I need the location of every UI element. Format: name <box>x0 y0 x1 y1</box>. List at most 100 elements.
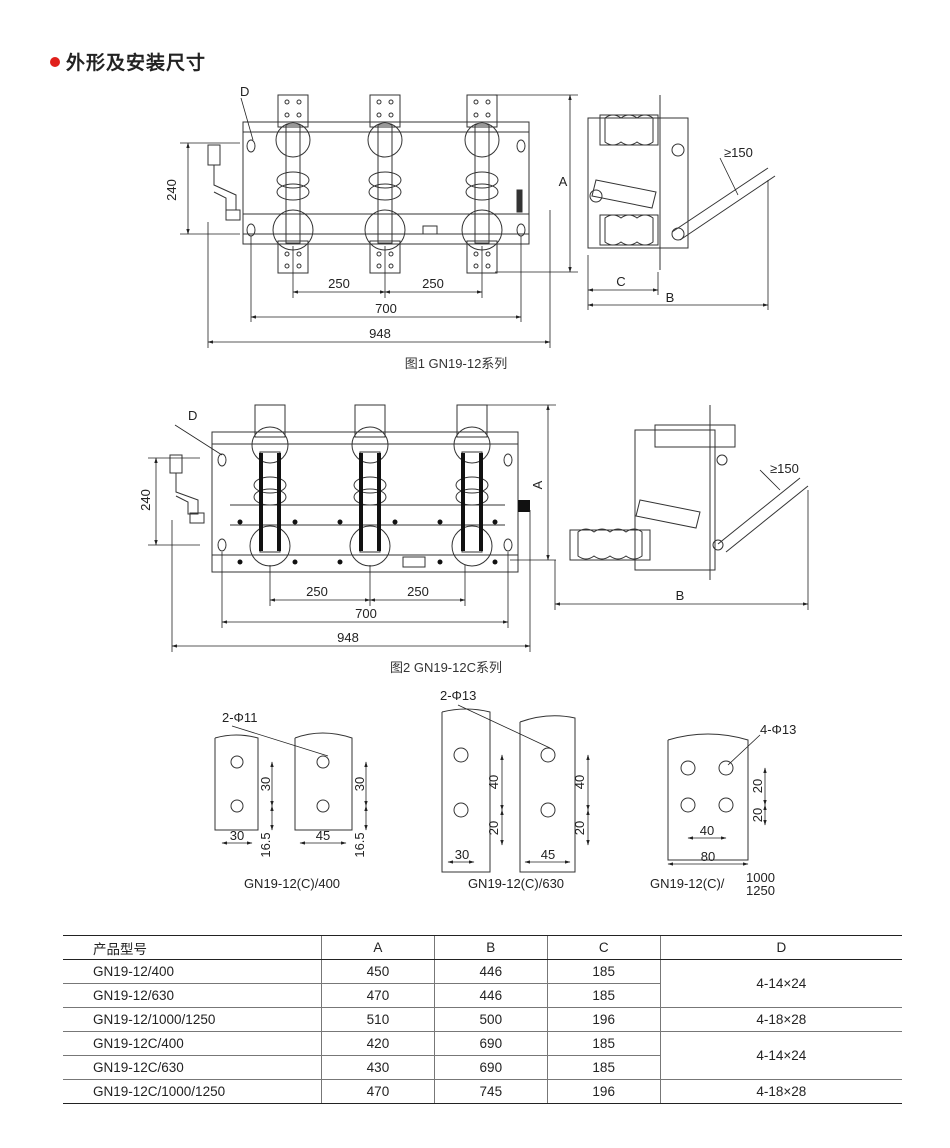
spec-table: 产品型号 A B C D GN19-12/400 450 446 185 4-1… <box>63 935 902 1104</box>
fig1-dim-D: D <box>240 84 249 99</box>
fig1-dim-250a: 250 <box>328 276 350 291</box>
term1000-label-bottom: 1250 <box>746 883 775 898</box>
term630-dim-40: 40 <box>486 775 501 789</box>
table-cell: 4-18×28 <box>659 1007 902 1032</box>
table-row: GN19-12C/400 420 690 185 4-14×24 <box>63 1031 902 1080</box>
term400-dim-30v2: 30 <box>352 777 367 791</box>
term630-dim-40b: 40 <box>572 775 587 789</box>
fig1-pole-3 <box>461 94 503 274</box>
term400-dim-30v: 30 <box>258 777 273 791</box>
term400-dim-16b: 16.5 <box>352 832 367 857</box>
table-cell: 4-14×24 <box>659 1031 902 1080</box>
fig2-caption: 图2 GN19-12C系列 <box>390 660 502 675</box>
table-cell: 185 <box>546 983 661 1008</box>
table-row: GN19-12/1000/1250 510 500 196 4-18×28 <box>63 1007 902 1032</box>
table-cell: GN19-12/400 <box>63 959 322 984</box>
fig2-pole-3 <box>451 404 493 567</box>
term400-dim-16: 16.5 <box>258 832 273 857</box>
term1000-plate <box>667 733 749 861</box>
table-header: B <box>433 935 548 960</box>
term400-dim-45: 45 <box>316 828 330 843</box>
fig2-dim-D: D <box>188 408 197 423</box>
fig2-side-view <box>569 405 809 580</box>
term630-label: GN19-12(C)/630 <box>468 876 564 891</box>
fig2-pole-2 <box>349 404 391 567</box>
term1000-dim-80: 80 <box>701 849 715 864</box>
term400-dim-30h: 30 <box>230 828 244 843</box>
table-cell: 185 <box>546 1055 661 1080</box>
term630-dim-30h: 30 <box>455 847 469 862</box>
term630-dim-20b: 20 <box>572 821 587 835</box>
term1000-label: GN19-12(C)/ <box>650 876 725 891</box>
section-title: 外形及安装尺寸 <box>50 48 206 75</box>
table-cell: 185 <box>546 1031 661 1056</box>
fig1-caption: 图1 GN19-12系列 <box>405 356 508 371</box>
fig1-side-view <box>587 95 776 270</box>
fig2-dim-250b: 250 <box>407 584 429 599</box>
term400-label: GN19-12(C)/400 <box>244 876 340 891</box>
table-cell: 4-14×24 <box>659 959 902 1008</box>
table-cell: 690 <box>433 1031 548 1056</box>
table-cell: GN19-12C/1000/1250 <box>63 1079 322 1104</box>
table-cell: 430 <box>321 1055 435 1080</box>
fig2-dim-250a: 250 <box>306 584 328 599</box>
fig2-dim-700: 700 <box>355 606 377 621</box>
table-cell: 185 <box>546 959 661 984</box>
table-row: GN19-12/630 470 446 185 <box>63 983 902 1008</box>
fig2-dim-B: B <box>676 588 685 603</box>
table-cell: 690 <box>433 1055 548 1080</box>
fig2-pole-1 <box>249 404 291 567</box>
table-cell: 196 <box>546 1079 661 1104</box>
red-bullet-icon <box>50 56 60 67</box>
term1000-dim-40: 40 <box>700 823 714 838</box>
table-cell: 500 <box>433 1007 548 1032</box>
table-header: D <box>659 935 902 960</box>
term630-left-plate <box>441 708 491 873</box>
table-header: A <box>321 935 435 960</box>
table-header: C <box>546 935 661 960</box>
term1000-label-top: 1000 <box>746 870 775 885</box>
term1000-holes: 4-Φ13 <box>760 722 796 737</box>
fig1-dim-150: ≥150 <box>724 145 753 160</box>
fig1-handle <box>207 144 221 166</box>
term400-left-plate <box>214 734 259 831</box>
table-cell: GN19-12/1000/1250 <box>63 1007 322 1032</box>
term400-right-plate <box>294 732 353 831</box>
table-cell: 4-18×28 <box>659 1079 902 1104</box>
table-row: GN19-12/400 450 446 185 4-14×24 <box>63 959 902 1008</box>
fig1-dim-948: 948 <box>369 326 391 341</box>
table-cell: GN19-12/630 <box>63 983 322 1008</box>
table-cell: 196 <box>546 1007 661 1032</box>
term400-holes: 2-Φ11 <box>222 710 257 725</box>
table-cell: 745 <box>433 1079 548 1104</box>
fig2-dim-150: ≥150 <box>770 461 799 476</box>
term630-dim-45: 45 <box>541 847 555 862</box>
fig2-dim-A: A <box>530 480 545 489</box>
table-cell: GN19-12C/400 <box>63 1031 322 1056</box>
table-cell: 470 <box>321 1079 435 1104</box>
table-cell: 420 <box>321 1031 435 1056</box>
table-cell: 446 <box>433 983 548 1008</box>
fig1-dim-A: A <box>559 174 568 189</box>
fig1-pole-1 <box>272 94 314 274</box>
table-header-row: 产品型号 A B C D <box>63 935 902 960</box>
table-cell: GN19-12C/630 <box>63 1055 322 1080</box>
term630-right-plate <box>519 715 576 873</box>
table-row: GN19-12C/630 430 690 185 <box>63 1055 902 1080</box>
fig1-dim-C: C <box>616 274 625 289</box>
table-cell: 510 <box>321 1007 435 1032</box>
term630-dim-20: 20 <box>486 821 501 835</box>
section-title-text: 外形及安装尺寸 <box>66 53 207 74</box>
term1000-dim-20a: 20 <box>750 779 765 793</box>
table-row: GN19-12C/1000/1250 470 745 196 4-18×28 <box>63 1079 902 1104</box>
table-cell: 446 <box>433 959 548 984</box>
fig1-dim-250b: 250 <box>422 276 444 291</box>
table-header: 产品型号 <box>63 935 322 960</box>
term630-holes: 2-Φ13 <box>440 688 476 703</box>
fig1-frame <box>242 121 530 245</box>
fig1-dim-B: B <box>666 290 675 305</box>
fig2-dim-948: 948 <box>337 630 359 645</box>
fig2-dim-240: 240 <box>138 489 153 511</box>
term1000-dim-20b: 20 <box>750 808 765 822</box>
fig1-dim-240: 240 <box>164 179 179 201</box>
